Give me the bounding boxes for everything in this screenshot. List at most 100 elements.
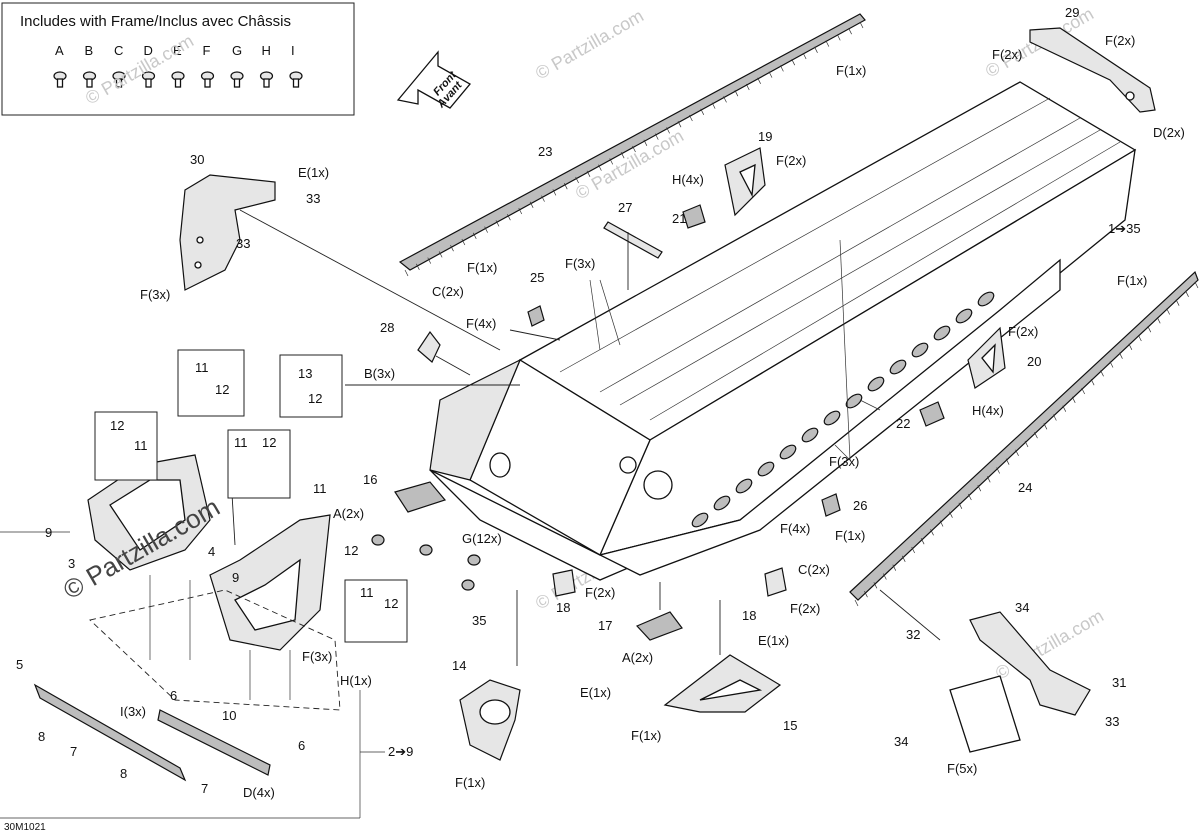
plate-16 [394,481,447,513]
leader-lines [0,209,941,819]
callout: H(1x) [340,673,372,688]
lightening-hole [735,478,753,494]
label-32: 32 [906,627,920,642]
clip-21 [682,204,706,229]
callout: H(4x) [672,172,704,187]
fastener-stem [86,78,93,88]
front-bracket-4 [209,514,331,651]
fastener-stem [56,78,64,88]
callout: F(1x) [467,260,497,275]
label-20: 20 [1027,354,1041,369]
label-18: 18 [742,608,756,623]
front-direction-arrow: Front Avant [396,50,471,111]
callout: F(2x) [585,585,615,600]
lightening-hole [933,325,951,341]
callout: F(2x) [790,601,820,616]
legend-letter: I [291,43,295,58]
hardware-box-top [94,349,408,643]
label-11: 11 [360,585,374,600]
callout: F(3x) [565,256,595,271]
lightening-hole [955,308,973,324]
lightening-hole [779,444,797,460]
lightening-hole [977,291,995,307]
fastener-stem [174,78,182,88]
label-3: 3 [68,556,75,571]
label-12: 12 [215,382,229,397]
lightening-hole [823,410,841,426]
callout: F(2x) [1105,33,1135,48]
label-22: 22 [896,416,910,431]
skid-plate-5 [33,683,187,782]
gusset-20 [967,326,1006,389]
lightening-hole [845,393,863,409]
plate-17 [635,611,683,641]
legend-letter: B [85,43,94,58]
tunnel-frame [429,81,1137,581]
label-27: 27 [618,200,632,215]
label-7: 7 [201,781,208,796]
clip-25 [527,305,545,327]
callout: B(3x) [364,366,395,381]
label-13: 13 [298,366,312,381]
label-14: 14 [452,658,466,673]
label-29: 29 [1065,5,1079,20]
callout: F(4x) [466,316,496,331]
callout: F(2x) [992,47,1022,62]
label-8: 8 [38,729,45,744]
rear-bracket-31 [949,611,1091,753]
callout: F(3x) [140,287,170,302]
watermark: © Partzilla.com [532,5,647,83]
label-35: 35 [472,613,486,628]
lightening-hole [911,342,929,358]
label-9: 9 [45,525,52,540]
legend-letter: A [55,43,64,58]
lightening-hole [691,512,709,528]
label-12: 12 [344,543,358,558]
legend-letter: D [144,43,153,58]
label-15: 15 [783,718,797,733]
callout: F(2x) [776,153,806,168]
gusset-19 [724,147,766,217]
label-11: 11 [195,360,209,375]
legend-letter: H [262,43,271,58]
callout: F(1x) [835,528,865,543]
fastener-callouts: F(1x) F(2x) F(2x) D(2x) E(1x) F(3x) H(4x… [120,33,1185,800]
label-21: 21 [672,211,686,226]
label-6: 6 [298,738,305,753]
callout: E(1x) [580,685,611,700]
label-31: 31 [1112,675,1126,690]
label-26: 26 [853,498,867,513]
callout: F(1x) [1117,273,1147,288]
callout: F(1x) [455,775,485,790]
callout: F(1x) [631,728,661,743]
label-24: 24 [1018,480,1032,495]
label-12: 12 [384,596,398,611]
fastener-stem [233,78,241,88]
label-34: 34 [894,734,908,749]
label-8: 8 [120,766,127,781]
callout: I(3x) [120,704,146,719]
label-34: 34 [1015,600,1029,615]
guard-14 [459,679,521,761]
fastener-stem [263,78,270,88]
part-labels: 29 30 23 19 21 27 1➔35 25 28 20 22 24 16… [16,5,1141,796]
callout: G(12x) [462,531,502,546]
front-bracket-3 [87,454,211,571]
fastener-legend: Includes with Frame/Inclus avec Châssis … [1,2,355,116]
callout: A(2x) [622,650,653,665]
washers-35 [371,534,481,591]
callout: F(4x) [780,521,810,536]
fastener-stem [292,78,300,88]
legend-letter: E [173,43,182,58]
callout: E(1x) [758,633,789,648]
bracket-30 [179,174,276,291]
label-33: 33 [306,191,320,206]
front-pan-outline [89,589,341,711]
legend-letter: C [114,43,123,58]
label-12: 12 [308,391,322,406]
label-9: 9 [232,570,239,585]
callout: F(3x) [829,454,859,469]
label-11: 11 [313,481,327,496]
rear-bracket-29 [1029,27,1156,113]
label-7: 7 [70,744,77,759]
